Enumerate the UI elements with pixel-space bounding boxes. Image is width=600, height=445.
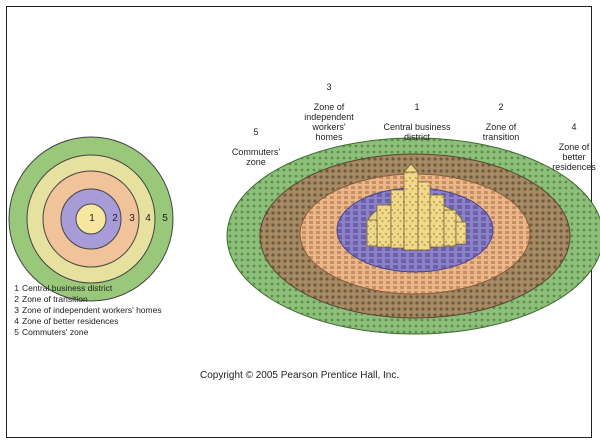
copyright-notice: Copyright © 2005 Pearson Prentice Hall, …: [200, 370, 399, 381]
ring-number-5: 5: [158, 213, 172, 224]
legend-item: 5 Commuters' zone: [12, 327, 162, 338]
legend-item: 3 Zone of independent workers' homes: [12, 305, 162, 316]
ring-number-1: 1: [85, 213, 99, 224]
label-zone-of-transition: 2 Zone of transition: [476, 92, 526, 152]
ring-number-4: 4: [141, 213, 155, 224]
legend-item: 2 Zone of transition: [12, 294, 162, 305]
ring-number-2: 2: [108, 213, 122, 224]
legend-item: 1 Central business district: [12, 283, 162, 294]
label-independent-workers-homes: 3 Zone of independent workers' homes: [296, 72, 362, 152]
label-commuters-zone: 5 Commuters' zone: [226, 117, 286, 177]
legend-item: 4 Zone of better residences: [12, 316, 162, 327]
label-better-residences: 4 Zone of better residences: [549, 112, 599, 182]
label-central-business-district: 1 Central business district: [377, 92, 457, 152]
zone-legend: 1 Central business district 2 Zone of tr…: [12, 283, 162, 338]
ring-number-3: 3: [125, 213, 139, 224]
